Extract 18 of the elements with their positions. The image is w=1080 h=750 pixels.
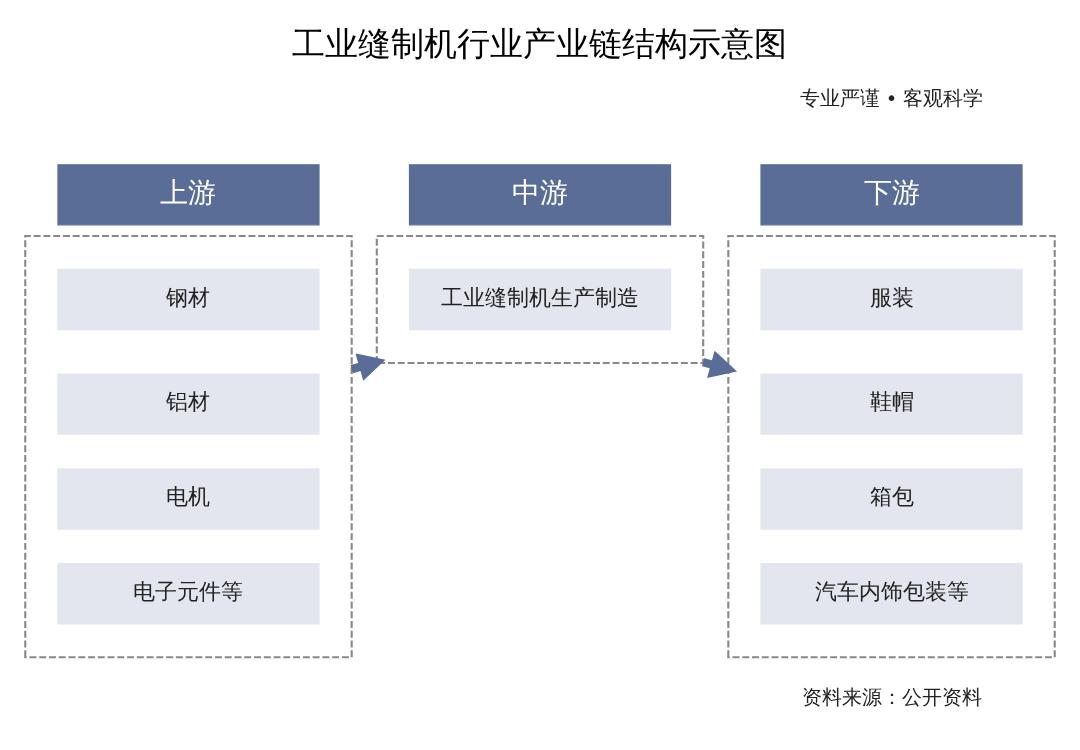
cluster	[24, 234, 353, 658]
node-box: 箱包	[760, 467, 1023, 530]
node-box: 汽车内饰包装等	[760, 562, 1023, 624]
diagram-title: 工业缝制机行业产业链结构示意图	[292, 23, 788, 63]
node-box: 铝材	[57, 372, 320, 435]
node-box: 电机	[57, 467, 320, 530]
node-box: 工业缝制机生产制造	[408, 268, 672, 330]
cluster	[375, 234, 705, 364]
node-box: 鞋帽	[760, 372, 1023, 435]
node-box: 中游	[408, 163, 672, 226]
node-box: 服装	[760, 268, 1023, 330]
cluster	[727, 234, 1056, 658]
node-box: 电子元件等	[57, 562, 320, 624]
node-box: 钢材	[57, 268, 320, 330]
node-box: 下游	[760, 163, 1023, 226]
label: 专业严谨 • 客观科学	[799, 86, 984, 110]
label: 资料来源：公开资料	[801, 685, 982, 709]
node-box: 上游	[57, 163, 320, 226]
